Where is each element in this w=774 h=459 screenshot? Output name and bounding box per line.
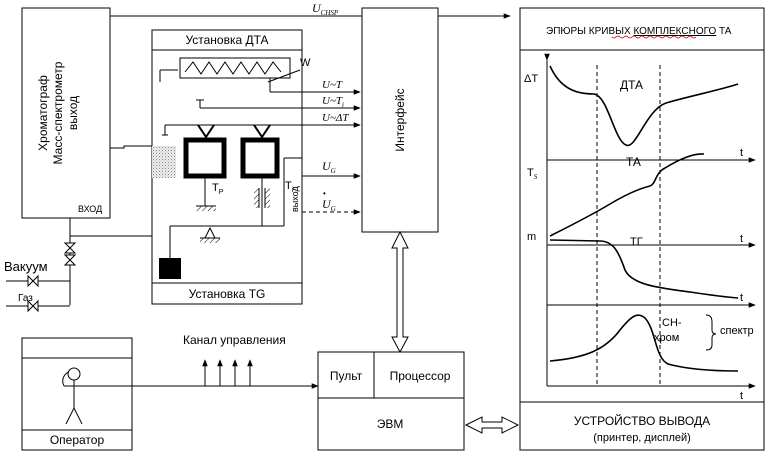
dta-unit: Установка ДТА Установка TG W TP Ti xyxy=(151,29,361,305)
sample-crucible xyxy=(183,137,227,179)
computer-output-arrow xyxy=(464,416,520,434)
heater-label: W xyxy=(300,57,311,69)
operator-label: Оператор xyxy=(50,433,105,447)
thermocouple-reference-icon xyxy=(253,124,271,139)
spectrum-label: спектр xyxy=(720,325,754,337)
main-valve-lower-icon xyxy=(63,254,77,266)
ch-curve xyxy=(549,314,739,372)
dta-axis-label: ΔT xyxy=(524,73,538,85)
chromatograph-input-label: ВХОД xyxy=(78,204,102,214)
dta-output-label: выход xyxy=(290,186,300,212)
curves-panel: ЭПЮРЫ КРИВЫХ КОМПЛЕКСНОГО ТА ΔT TS m t t… xyxy=(519,7,765,451)
dta-curve xyxy=(549,65,739,146)
heater-coil-icon xyxy=(184,61,282,75)
reference-crucible xyxy=(240,137,280,179)
ch-curve-label-2: хром xyxy=(654,332,679,344)
main-valve-icon xyxy=(63,242,77,254)
tp-label: TP xyxy=(212,182,224,196)
ta-curve-label: ТА xyxy=(626,155,641,169)
panel-title: ЭПЮРЫ КРИВЫХ КОМПЛЕКСНОГО ТА xyxy=(546,26,732,37)
ch-curve-label-1: CH- xyxy=(662,317,682,329)
uchsp-label: UCHSP xyxy=(312,1,339,17)
sample-feed xyxy=(152,146,176,178)
interface-computer-arrow xyxy=(391,230,409,354)
u-ti-label: U~Ti xyxy=(322,95,344,109)
interface-block: Интерфейс xyxy=(361,7,439,233)
computer-block: Пульт Процессор ЭВМ xyxy=(317,351,465,451)
spectrum-brace xyxy=(705,314,717,351)
m-axis-label: m xyxy=(527,231,536,243)
t-axis-label-1: t xyxy=(740,147,743,159)
vacuum-valve-icon xyxy=(27,274,39,288)
u-dt-label: U~ΔT xyxy=(322,112,349,124)
operator-block: Оператор xyxy=(21,337,133,451)
chromatograph-output-label: выход xyxy=(66,96,80,130)
output-device-sublabel: (принтер, дисплей) xyxy=(593,432,691,444)
operator-figure-icon xyxy=(62,367,86,425)
control-channel-label: Канал управления xyxy=(183,333,286,347)
gas-label: Газ xyxy=(18,293,33,304)
spellcheck-underline xyxy=(611,35,697,39)
gas-valve-icon xyxy=(27,299,39,313)
interface-label: Интерфейс xyxy=(393,88,407,151)
u-t-label: U~T xyxy=(322,79,343,91)
t-axis-label-2: t xyxy=(740,233,743,245)
t-axis-label-4: t xyxy=(740,390,743,402)
tg-unit-title: Установка TG xyxy=(189,287,266,301)
vacuum-label: Вакуум xyxy=(4,259,48,274)
dta-unit-title: Установка ДТА xyxy=(185,33,268,47)
heater-element xyxy=(179,57,291,79)
t-axis-label-3: t xyxy=(740,292,743,304)
ts-axis-label: TS xyxy=(527,167,538,181)
chromatograph-block: Хроматограф Масс-спектрометр выход ВХОД xyxy=(21,7,111,219)
tg-curve-label: ТГ xyxy=(630,236,643,248)
dta-curve-label: ДТА xyxy=(620,78,643,92)
ta-curve xyxy=(549,153,705,237)
computer-label: ЭВМ xyxy=(377,417,404,431)
ti-label: Ti xyxy=(285,180,294,194)
ug-dot-mark: • xyxy=(323,189,326,198)
ug-label: UG xyxy=(322,159,336,175)
counterweight xyxy=(159,258,181,279)
output-device-label: УСТРОЙСТВО ВЫВОДА xyxy=(574,413,710,428)
mass-spectrometer-label: Масс-спектрометр xyxy=(51,61,65,164)
sample-line xyxy=(110,145,152,149)
ug-dot-label: UG xyxy=(322,197,336,213)
console-label: Пульт xyxy=(330,369,363,383)
chromatograph-label: Хроматограф xyxy=(36,75,50,151)
thermocouple-sample-icon xyxy=(197,124,215,139)
tg-curve xyxy=(549,239,739,299)
gas-supply: Вакуум Газ xyxy=(4,218,152,313)
processor-label: Процессор xyxy=(390,369,451,383)
